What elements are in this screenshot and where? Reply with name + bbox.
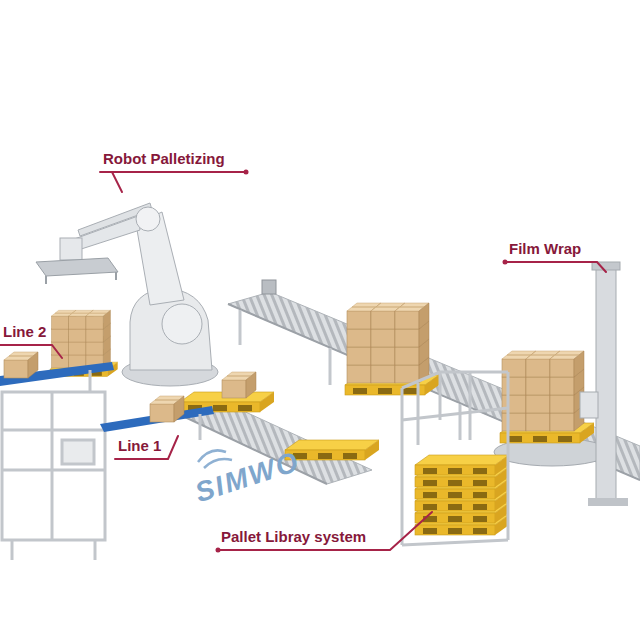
pallet-library <box>402 372 509 545</box>
carton <box>150 396 184 422</box>
watermark: SIMWO <box>191 443 305 510</box>
callout-label: Line 1 <box>118 437 161 456</box>
callout-label: Line 2 <box>3 323 46 342</box>
leader-lines <box>0 172 606 550</box>
callout-label: Robot Palletizing <box>103 150 225 169</box>
packing-machine-frame <box>2 392 105 560</box>
box-stack <box>345 303 439 395</box>
leader-dots <box>216 170 508 553</box>
callout-label: Film Wrap <box>509 240 581 259</box>
pallet <box>285 440 379 460</box>
carton <box>222 372 256 398</box>
film-wrap-tower <box>580 262 628 506</box>
palletizing-robot <box>36 203 218 386</box>
carton <box>4 352 38 378</box>
callout-label: Pallet Libray system <box>221 528 366 547</box>
